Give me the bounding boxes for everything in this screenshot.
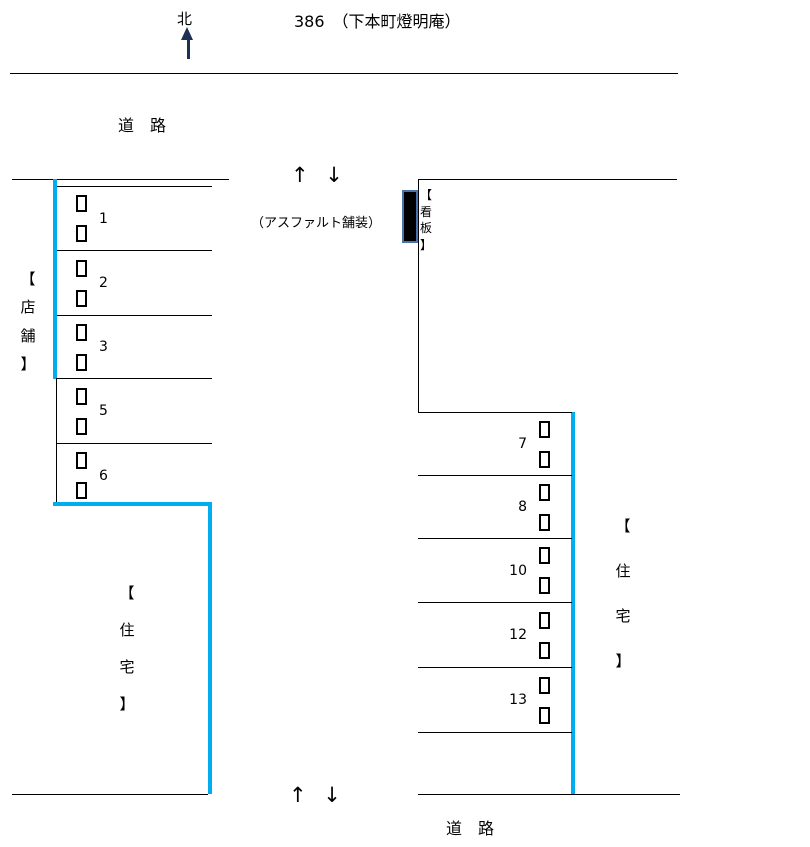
- parking-space-13: 13: [418, 668, 572, 733]
- boundary-blue-right-vertical: [571, 412, 575, 794]
- wheel-stop-icon: [539, 611, 550, 629]
- wheel-stop-icon: [539, 706, 550, 724]
- road-label-bottom: 道 路: [446, 819, 495, 838]
- house-label-right: 【住宅】: [615, 517, 631, 670]
- north-label: 北: [177, 10, 193, 28]
- north-arrow-shaft: [187, 39, 190, 59]
- wheel-stop-icon: [76, 417, 87, 435]
- road-label-top: 道 路: [118, 116, 167, 135]
- wheel-stop-icons: [76, 259, 87, 307]
- wheel-stop-icons: [539, 547, 550, 594]
- wheel-stop-icon: [539, 513, 550, 531]
- wheel-stop-icons: [539, 611, 550, 659]
- top-road-line: [10, 73, 678, 74]
- wheel-stop-icon: [539, 483, 550, 501]
- wheel-stop-icon: [76, 225, 87, 242]
- left-block-side-line: [56, 378, 57, 506]
- empty-area: [418, 733, 572, 795]
- wheel-stop-icon: [76, 387, 87, 405]
- left-block-top-line: [12, 179, 229, 180]
- bottom-road-line-right: [418, 794, 680, 795]
- shop-label: 【店舗】: [20, 270, 36, 373]
- space-number: 2: [99, 275, 108, 291]
- surface-note: （アスファルト舗装）: [251, 216, 382, 231]
- parking-space-12: 12: [418, 603, 572, 668]
- wheel-stop-icon: [76, 323, 87, 341]
- driveway-arrows-top-icon: ↑ ↓: [291, 163, 343, 187]
- parking-space-7: 7: [418, 413, 572, 476]
- wheel-stop-icons: [76, 323, 87, 371]
- parking-space-1: 1: [57, 187, 212, 251]
- parking-space-10: 10: [418, 539, 572, 603]
- bottom-road-line-left: [12, 794, 208, 795]
- signboard-label: 【看板】: [419, 188, 432, 252]
- boundary-blue-left-vertical: [53, 179, 57, 379]
- wheel-stop-icons: [539, 420, 550, 468]
- wheel-stop-icon: [539, 420, 550, 438]
- wheel-stop-icon: [76, 259, 87, 277]
- wheel-stop-icon: [76, 482, 87, 499]
- wheel-stop-icons: [76, 452, 87, 499]
- space-number: 5: [99, 403, 108, 419]
- space-number: 13: [509, 692, 527, 708]
- parking-space-5: 5: [57, 379, 212, 444]
- wheel-stop-icon: [539, 577, 550, 594]
- house-label-left: 【住宅】: [119, 584, 135, 713]
- left-parking-column: 1 2 3 5 6: [57, 186, 212, 507]
- parking-space-2: 2: [57, 251, 212, 316]
- wheel-stop-icon: [539, 641, 550, 659]
- wheel-stop-icon: [76, 195, 87, 212]
- space-number: 7: [518, 436, 527, 452]
- space-number: 12: [509, 627, 527, 643]
- boundary-blue-horizontal: [53, 502, 212, 506]
- right-parking-column: 7 8 10 12 13: [418, 412, 572, 795]
- space-number: 8: [518, 499, 527, 515]
- boundary-blue-lower-vertical: [208, 502, 212, 794]
- right-block-side-line: [418, 179, 419, 413]
- wheel-stop-icons: [76, 195, 87, 242]
- north-arrow-icon: [181, 27, 193, 40]
- wheel-stop-icons: [539, 676, 550, 724]
- parking-space-3: 3: [57, 316, 212, 379]
- space-number: 6: [99, 467, 108, 484]
- wheel-stop-icon: [76, 452, 87, 469]
- wheel-stop-icon: [76, 353, 87, 371]
- space-number: 1: [99, 210, 108, 227]
- wheel-stop-icons: [76, 387, 87, 435]
- parking-space-8: 8: [418, 476, 572, 539]
- signboard-icon: [402, 190, 418, 243]
- wheel-stop-icon: [539, 547, 550, 564]
- wheel-stop-icons: [539, 483, 550, 531]
- wheel-stop-icon: [539, 676, 550, 694]
- parking-space-6: 6: [57, 444, 212, 507]
- space-number: 3: [99, 339, 108, 355]
- page-title: 386 （下本町燈明庵）: [294, 12, 461, 31]
- wheel-stop-icon: [539, 450, 550, 468]
- space-number: 10: [509, 562, 527, 579]
- wheel-stop-icon: [76, 289, 87, 307]
- driveway-arrows-bottom-icon: ↑ ↓: [289, 783, 341, 807]
- right-block-top-line: [418, 179, 677, 180]
